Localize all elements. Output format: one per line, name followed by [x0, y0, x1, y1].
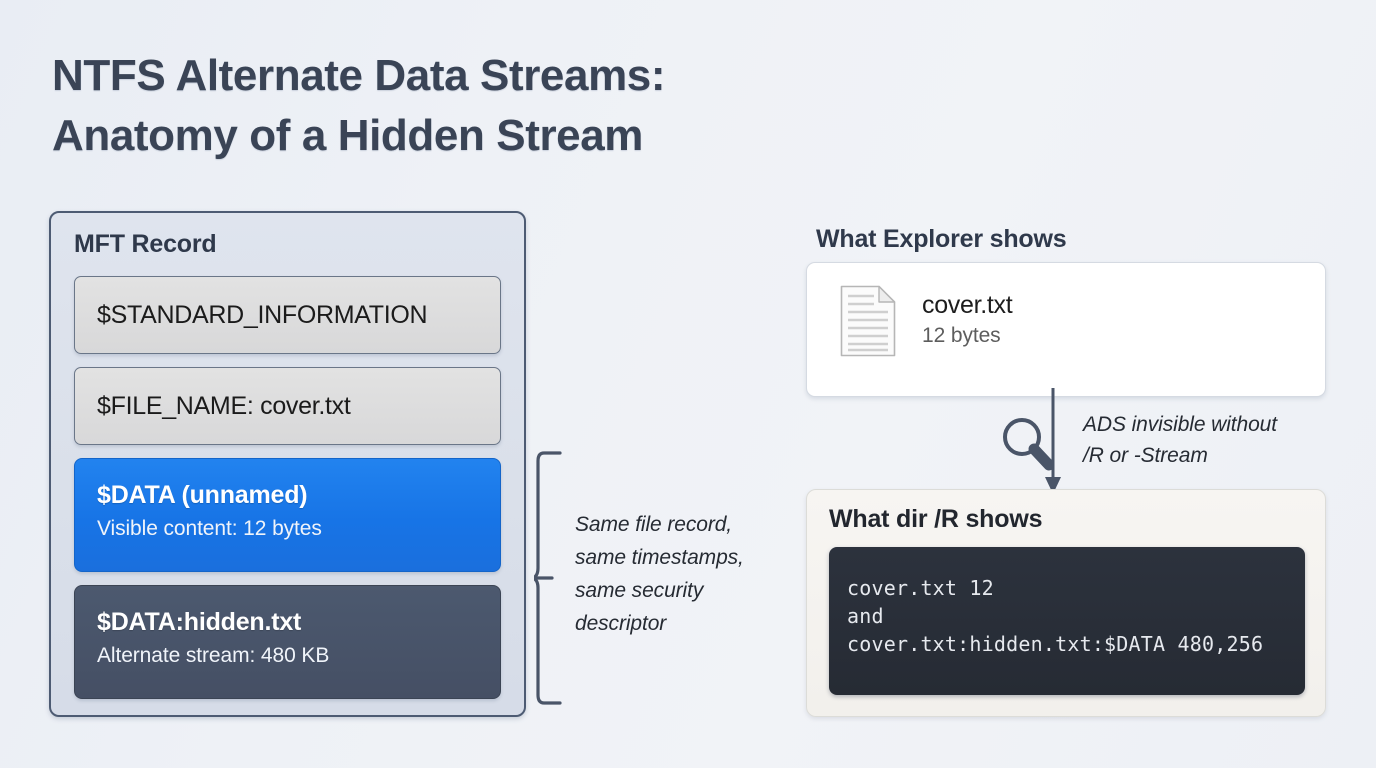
attribute-data-unnamed: $DATA (unnamed) Visible content: 12 byte…	[74, 458, 501, 572]
dir-output-heading: What dir /R shows	[829, 505, 1043, 533]
note-line-3: same security	[575, 579, 704, 602]
file-list-item[interactable]: cover.txt 12 bytes	[840, 285, 1013, 357]
page-title: NTFS Alternate Data Streams: Anatomy of …	[52, 46, 952, 166]
magnifier-icon	[1003, 418, 1055, 471]
terminal-line: cover.txt:hidden.txt:$DATA 480,256	[847, 632, 1264, 656]
explorer-card: cover.txt 12 bytes	[806, 262, 1326, 397]
attribute-label: $DATA (unnamed)	[97, 481, 308, 509]
page-title-line-1: NTFS Alternate Data Streams:	[52, 51, 666, 100]
document-icon	[840, 285, 896, 357]
terminal-line: cover.txt 12	[847, 576, 994, 600]
file-name: cover.txt	[922, 291, 1013, 319]
note-line-1: Same file record,	[575, 513, 733, 536]
brace-icon	[531, 451, 562, 705]
ads-note-line-2: /R or -Stream	[1083, 444, 1208, 467]
mft-attribute-list: $STANDARD_INFORMATION $FILE_NAME: cover.…	[74, 276, 501, 712]
same-record-note: Same file record, same timestamps, same …	[575, 508, 800, 640]
note-line-4: descriptor	[575, 612, 667, 635]
dir-output-panel: What dir /R shows cover.txt 12 and cover…	[806, 489, 1326, 717]
attribute-label: $FILE_NAME: cover.txt	[97, 391, 351, 420]
terminal-output: cover.txt 12 and cover.txt:hidden.txt:$D…	[829, 547, 1305, 695]
attribute-standard-information: $STANDARD_INFORMATION	[74, 276, 501, 354]
explorer-heading: What Explorer shows	[816, 225, 1067, 253]
file-meta: cover.txt 12 bytes	[922, 289, 1013, 353]
magnifier	[999, 414, 1057, 472]
page-title-line-2: Anatomy of a Hidden Stream	[52, 111, 644, 160]
attribute-sublabel: Visible content: 12 bytes	[97, 517, 322, 540]
terminal-line: and	[847, 604, 884, 628]
attribute-file-name: $FILE_NAME: cover.txt	[74, 367, 501, 445]
attribute-data-hidden-stream: $DATA:hidden.txt Alternate stream: 480 K…	[74, 585, 501, 699]
attribute-label: $DATA:hidden.txt	[97, 608, 302, 636]
attribute-sublabel: Alternate stream: 480 KB	[97, 644, 330, 667]
ads-invisible-note: ADS invisible without /R or -Stream	[1083, 409, 1353, 471]
note-line-2: same timestamps,	[575, 546, 744, 569]
grouping-brace	[531, 450, 580, 706]
mft-record-panel: MFT Record $STANDARD_INFORMATION $FILE_N…	[49, 211, 526, 717]
ads-note-line-1: ADS invisible without	[1083, 413, 1277, 436]
mft-record-heading: MFT Record	[74, 230, 217, 258]
attribute-label: $STANDARD_INFORMATION	[97, 300, 428, 329]
file-size: 12 bytes	[922, 324, 1001, 347]
